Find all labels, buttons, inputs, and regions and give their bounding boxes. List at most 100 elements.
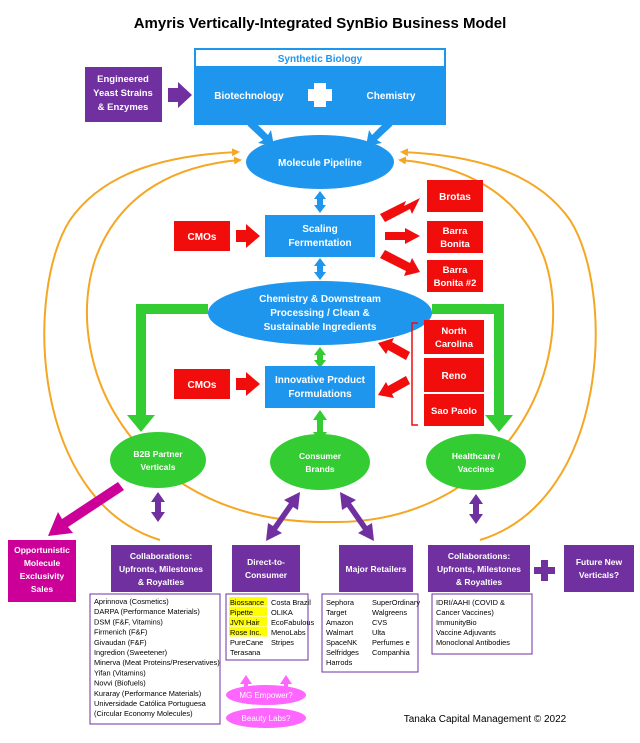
beauty-labs-label: Beauty Labs?: [242, 714, 291, 723]
health-partner-item: Monoclonal Antibodies: [436, 638, 510, 647]
b2b-partner-item: Universidade Católica Portuguesa: [94, 699, 207, 708]
brand-item: Rose Inc.: [230, 628, 261, 637]
retailers-list: SephoraTargetAmazonWalmartSpaceNKSelfrid…: [321, 593, 420, 673]
diagram-title: Amyris Vertically-Integrated SynBio Busi…: [134, 15, 507, 32]
mg-empower: MG Empower?: [226, 685, 306, 705]
engineered-line-1: Engineered: [97, 74, 149, 85]
barra1-line-2: Bonita: [440, 239, 470, 250]
green-flows: [127, 304, 513, 442]
barra2-line-2: Bonita #2: [434, 278, 477, 289]
cmos-box-2: CMOs: [174, 369, 230, 399]
retailer-item: Ulta: [372, 628, 386, 637]
pipeline-label: Molecule Pipeline: [278, 158, 362, 169]
health-line-1: Healthcare /: [452, 451, 501, 461]
synbio-header: Synthetic Biology: [278, 54, 363, 65]
health-partner-item: IDRI/AAHI (COVID &: [436, 598, 505, 607]
b2b-line-2: Verticals: [141, 462, 176, 472]
b2b-partner-item: Aprinnova (Cosmetics): [94, 597, 169, 606]
brand-item: Terasana: [230, 648, 261, 657]
collaborations-left-box: Collaborations: Upfronts, Milestones & R…: [111, 545, 212, 592]
plants-top-arrows: [380, 198, 420, 276]
innovative-formulations: Innovative Product Formulations: [265, 366, 375, 408]
brand-highlight: [229, 627, 267, 637]
brand-item: Stripes: [271, 638, 294, 647]
plant-north-carolina: North Carolina: [424, 320, 484, 354]
brand-highlight: [229, 597, 267, 607]
reno-label: Reno: [442, 371, 467, 382]
plants-bottom-bracket: [411, 322, 418, 426]
chemistry-line-3: Sustainable Ingredients: [264, 322, 377, 333]
b2b-partner-item: Givaudan (F&F): [94, 638, 147, 647]
collab-left-line-1: Collaborations:: [130, 551, 193, 561]
feedback-loops: [43, 148, 597, 541]
b2b-partner-item: Minerva (Meat Proteins/Preservatives): [94, 658, 220, 667]
plus-icon: [308, 83, 332, 107]
health-partners-list: IDRI/AAHI (COVID &Cancer Vaccines)Immuni…: [431, 593, 533, 655]
opp-line-4: Sales: [31, 584, 53, 594]
b2b-partner-item: Kuraray (Performance Materials): [94, 689, 201, 698]
innovative-line-2: Formulations: [288, 389, 352, 400]
nc-line-2: Carolina: [435, 339, 474, 350]
retailer-item: Selfridges: [326, 648, 359, 657]
chemistry-line-1: Chemistry & Downstream: [259, 294, 381, 305]
future-verticals-box: Future New Verticals?: [564, 545, 634, 592]
brand-item: PureCane: [230, 638, 263, 647]
footer-credit: Tanaka Capital Management © 2022: [404, 714, 567, 725]
health-partner-item: Vaccine Adjuvants: [436, 628, 496, 637]
health-partner-item: Cancer Vaccines): [436, 608, 494, 617]
collab-right-line-2: Upfronts, Milestones: [437, 564, 521, 574]
mg-empower-label: MG Empower?: [239, 691, 293, 700]
cmos-2-label: CMOs: [188, 380, 217, 391]
health-partner-item: ImmunityBio: [436, 618, 477, 627]
yeast-to-synbio-arrow: [168, 82, 192, 108]
chemistry-innovative-double-arrow: [314, 347, 326, 368]
b2b-partner-item: Novvi (Biofuels): [94, 679, 146, 688]
b2b-partner-item: Yifan (Vitamins): [94, 668, 146, 677]
retailer-item: Target: [326, 608, 347, 617]
retailer-item: Perfumes e: [372, 638, 410, 647]
opportunistic-arrow: [48, 482, 124, 536]
retailer-item: Walmart: [326, 628, 353, 637]
dtc-line-2: Consumer: [245, 570, 288, 580]
retailer-item: Amazon: [326, 618, 353, 627]
scaling-line-2: Fermentation: [288, 238, 351, 249]
barra2-line-1: Barra: [443, 265, 469, 276]
brand-item: Biossance: [230, 598, 264, 607]
b2b-partner-item: DSM (F&F, Vitamins): [94, 617, 163, 626]
engineered-yeast-box: Engineered Yeast Strains & Enzymes: [85, 67, 162, 122]
opp-line-2: Molecule: [24, 558, 61, 568]
dtc-line-1: Direct-to-: [247, 557, 285, 567]
retailer-item: Walgreens: [372, 608, 407, 617]
b2b-partner-item: (Circular Economy Molecules): [94, 709, 193, 718]
future-line-2: Verticals?: [579, 570, 619, 580]
nc-line-1: North: [441, 326, 467, 337]
plant-barra-bonita-2: Barra Bonita #2: [427, 260, 483, 292]
scaling-chemistry-double-arrow: [314, 258, 326, 280]
brand-item: Pipette: [230, 608, 253, 617]
plus-icon-right: [534, 560, 555, 581]
consumer-line-2: Brands: [305, 464, 335, 474]
retailer-item: CVS: [372, 618, 387, 627]
biotechnology-label: Biotechnology: [214, 91, 284, 102]
cmos-box-1: CMOs: [174, 221, 230, 251]
retailer-item: SuperOrdinary: [372, 598, 420, 607]
brand-item: JVN Hair: [230, 618, 260, 627]
retailer-item: Sephora: [326, 598, 355, 607]
major-retailers-box: Major Retailers: [339, 545, 413, 592]
opp-line-1: Opportunistic: [14, 545, 70, 555]
plant-sao-paolo: Sao Paolo: [424, 394, 484, 426]
b2b-partners-list: Aprinnova (Cosmetics)DARPA (Performance …: [89, 593, 221, 725]
cmos-2-arrow: [236, 372, 260, 396]
brotas-label: Brotas: [439, 192, 471, 203]
purple-double-arrows: [151, 492, 483, 541]
brand-item: MenoLabs: [271, 628, 306, 637]
b2b-partner-verticals: B2B Partner Verticals: [110, 432, 206, 488]
b2b-line-1: B2B Partner: [133, 449, 183, 459]
consumer-brands: Consumer Brands: [270, 434, 370, 490]
collab-left-line-3: & Royalties: [138, 577, 185, 587]
plant-reno: Reno: [424, 358, 484, 392]
pink-up-arrows: [240, 675, 292, 692]
chemistry-line-2: Processing / Clean &: [270, 308, 369, 319]
healthcare-vaccines: Healthcare / Vaccines: [426, 434, 526, 490]
